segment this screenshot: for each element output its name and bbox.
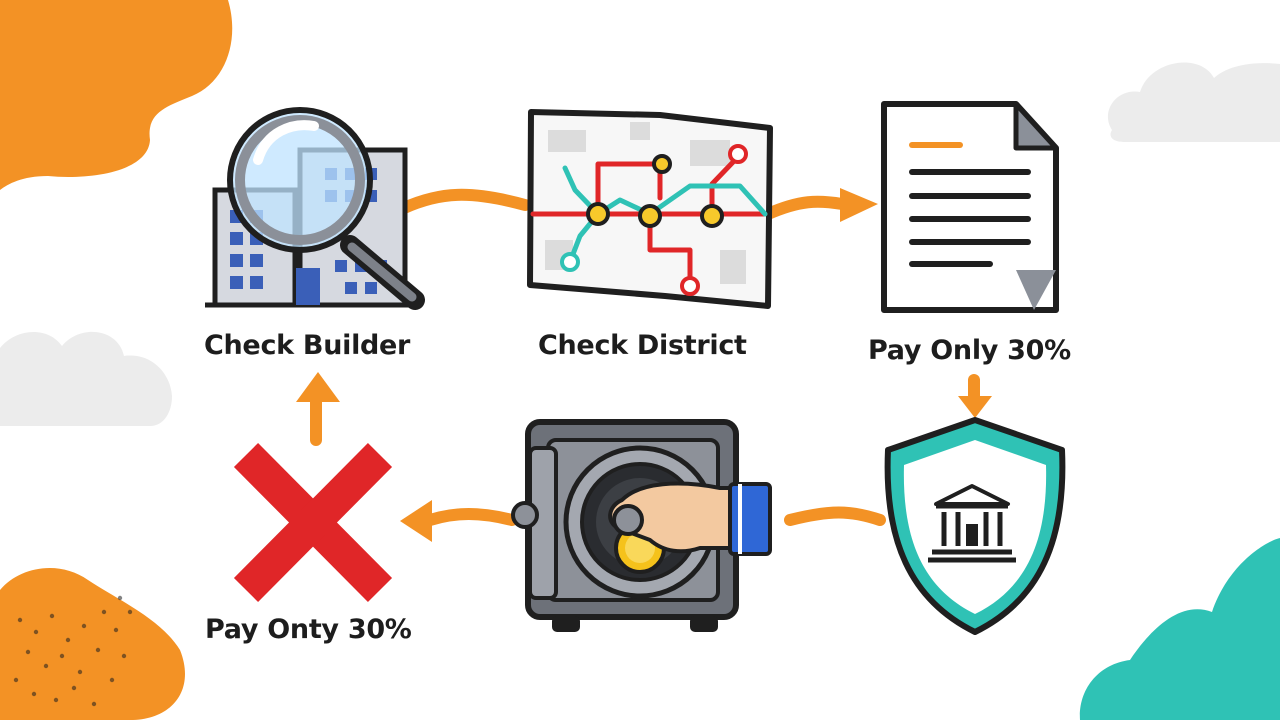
arrow-district-to-document xyxy=(762,195,848,220)
step-label-pay-only: Pay Only 30% xyxy=(868,335,1071,366)
cross-icon xyxy=(233,443,393,602)
map-icon xyxy=(527,109,773,309)
arrow-vault-to-cross xyxy=(424,508,518,526)
orange-blob-top-left xyxy=(0,0,233,190)
orange-blob-bottom-left xyxy=(0,567,185,720)
document-icon xyxy=(881,101,1059,313)
step-label-pay-onty: Pay Onty 30% xyxy=(205,614,412,645)
vault-hand-coin-icon xyxy=(511,419,772,632)
arrow-shield-to-vault xyxy=(784,506,886,526)
arrow-heads xyxy=(296,188,992,542)
connector-arrows xyxy=(310,188,980,526)
cloud-top-right xyxy=(1107,62,1280,142)
shield-bank-icon xyxy=(884,417,1066,635)
magnifier-icon xyxy=(227,107,425,310)
arrow-builder-to-district xyxy=(398,188,531,214)
step-label-check-district: Check District xyxy=(538,330,747,361)
step-label-check-builder: Check Builder xyxy=(204,330,411,361)
cloud-left xyxy=(0,331,172,426)
teal-blob-bottom-right xyxy=(1079,538,1280,720)
